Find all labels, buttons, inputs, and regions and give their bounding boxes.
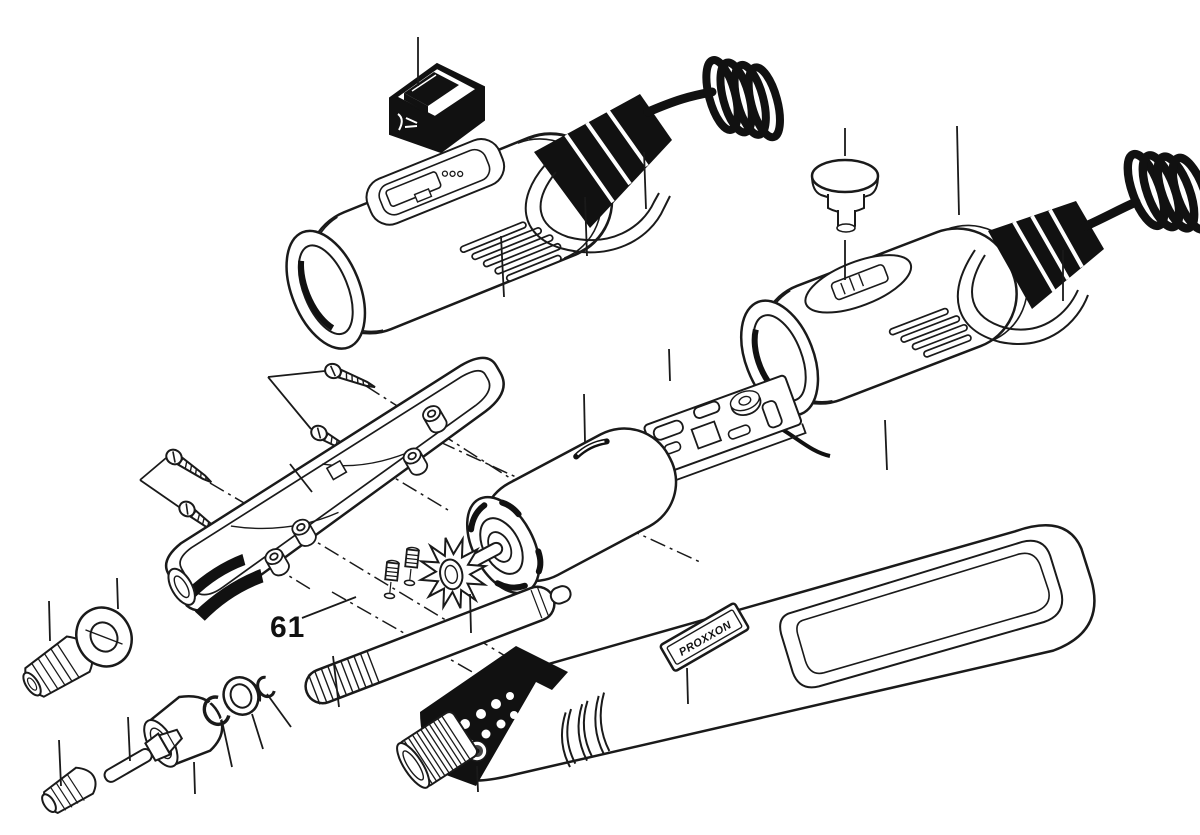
capacitor xyxy=(652,419,684,441)
drive-shaft xyxy=(304,585,572,705)
flanged-bushing xyxy=(222,676,262,716)
screw-callout-lines xyxy=(139,370,326,508)
speed-control-knob xyxy=(810,158,880,233)
spindle xyxy=(103,728,184,783)
housing-screw xyxy=(162,445,217,489)
snap-ring-small xyxy=(256,675,276,699)
collet-nut-small xyxy=(41,766,97,815)
screw-bosses xyxy=(264,405,448,577)
power-cord xyxy=(1081,197,1141,231)
leader-line xyxy=(48,600,51,642)
vent-slots xyxy=(888,307,972,358)
fan-impeller xyxy=(417,535,489,611)
grub-screw xyxy=(402,546,421,587)
leader-line xyxy=(476,765,479,793)
snap-ring xyxy=(202,695,231,726)
centerline xyxy=(331,591,533,707)
front-housing-shell: PROXXON xyxy=(396,524,1096,789)
leader-lines xyxy=(48,37,1064,795)
leader-line xyxy=(332,655,340,708)
part-label-61: 61 xyxy=(270,611,305,644)
grip-insert xyxy=(186,554,246,598)
chuck-cap xyxy=(143,695,224,768)
upper-housing-shell xyxy=(164,356,505,621)
leader-line xyxy=(584,196,588,257)
rear-motor-housing-assembly xyxy=(285,47,786,350)
leader-line xyxy=(289,463,313,493)
rocker-switch xyxy=(389,62,485,154)
capacitor xyxy=(693,400,721,419)
control-pcb xyxy=(614,374,831,516)
leader-line xyxy=(686,667,689,705)
leader-line xyxy=(193,761,196,795)
recessed-panel xyxy=(779,539,1064,689)
chuck-parts xyxy=(22,606,276,815)
threaded-nose xyxy=(396,711,479,789)
motor-face-vents xyxy=(468,499,544,591)
grip-vents xyxy=(560,692,611,768)
leader-line xyxy=(500,235,505,298)
power-cord xyxy=(643,87,717,117)
leader-line xyxy=(266,693,292,728)
leader-line xyxy=(583,393,586,443)
leader-line xyxy=(301,596,357,619)
wire xyxy=(778,426,831,458)
leader-line xyxy=(251,713,264,750)
leader-line xyxy=(469,593,472,634)
component-box xyxy=(690,420,723,450)
housing-screws xyxy=(139,360,379,543)
centerline xyxy=(352,452,449,511)
capacitor xyxy=(761,400,783,429)
leader-line xyxy=(884,419,888,471)
leader-line xyxy=(116,577,119,610)
leader-line xyxy=(956,125,960,216)
centerline xyxy=(439,441,701,563)
leader-line xyxy=(668,348,671,382)
right-motor-housing-assembly xyxy=(739,136,1200,417)
power-cord-coil xyxy=(700,47,786,151)
spacer-ring xyxy=(75,606,133,668)
hanger-loop xyxy=(956,249,1089,345)
leader-line xyxy=(643,151,647,210)
grip-insert xyxy=(194,569,264,621)
leader-line xyxy=(221,720,233,768)
power-cord-coil xyxy=(1120,136,1200,248)
leader-line xyxy=(58,739,62,787)
hanger-loop xyxy=(524,164,671,254)
grub-screw xyxy=(382,559,401,600)
strain-relief xyxy=(534,94,672,228)
vent-slots xyxy=(459,221,562,282)
leader-line xyxy=(127,716,131,762)
